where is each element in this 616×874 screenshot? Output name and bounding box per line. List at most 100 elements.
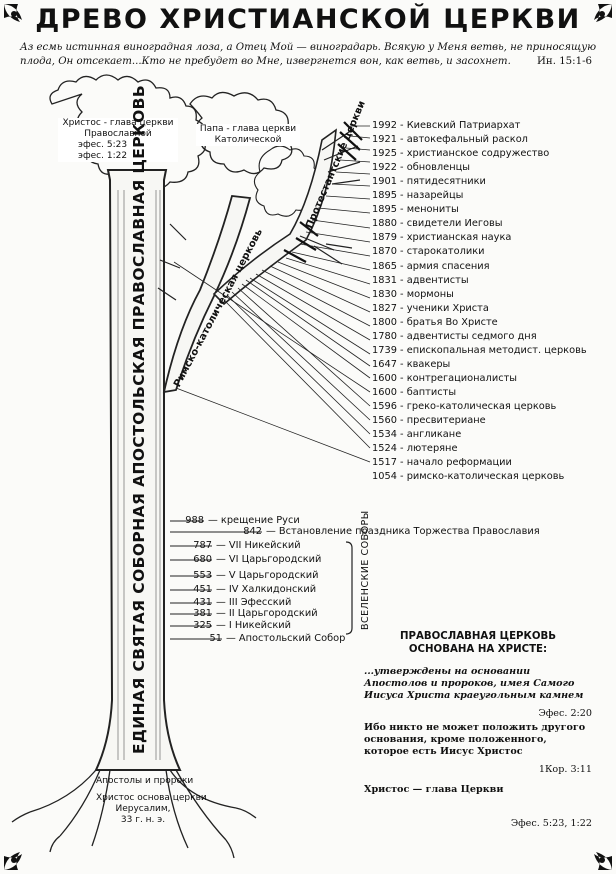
event-year: 1524 bbox=[372, 443, 397, 455]
catholic-head-label: Папа - глава церкви Католической bbox=[196, 124, 300, 146]
event-separator: - bbox=[396, 190, 407, 202]
page-title: ДРЕВО ХРИСТИАНСКОЙ ЦЕРКВИ bbox=[35, 4, 581, 35]
western-event-row: 1827 - ученики Христа bbox=[372, 303, 489, 314]
orthodox-event-row: 680 bbox=[193, 554, 212, 565]
event-year: 1600 bbox=[372, 372, 397, 384]
event-label: пресвитериане bbox=[406, 415, 486, 427]
western-event-row: 1780 - адвентисты седмого дня bbox=[372, 331, 537, 342]
epigraph: Аз есмь истинная виноградная лоза, а Оте… bbox=[20, 41, 600, 69]
box-ref-2: 1Кор. 3:11 bbox=[538, 764, 592, 775]
event-separator: - bbox=[396, 232, 407, 244]
event-label: адвентисты седмого дня bbox=[406, 330, 537, 342]
event-separator: - bbox=[396, 358, 407, 370]
box-ref-3: Эфес. 5:23, 1:22 bbox=[510, 818, 592, 829]
event-year: 1830 bbox=[372, 288, 397, 300]
event-year: 1870 bbox=[372, 246, 397, 258]
event-label: Киевский Патриархат bbox=[406, 120, 521, 131]
event-separator: - bbox=[396, 471, 407, 483]
corner-ornament-top-left bbox=[4, 4, 22, 22]
orthodox-event-row: 451 bbox=[193, 584, 212, 595]
event-label: обновленцы bbox=[406, 162, 471, 174]
event-separator: - bbox=[396, 386, 407, 398]
event-year: 1879 bbox=[372, 232, 397, 244]
epigraph-text: Аз есмь истинная виноградная лоза, а Оте… bbox=[20, 42, 597, 67]
event-label: начало реформации bbox=[406, 457, 512, 469]
western-event-row: 1600 - контрегационалисты bbox=[372, 373, 517, 384]
orthodox-event-row: 325 bbox=[193, 620, 212, 631]
event-separator: - bbox=[396, 274, 407, 286]
event-year: 842 bbox=[243, 526, 262, 537]
event-year: 1800 bbox=[372, 316, 397, 328]
event-separator: - bbox=[396, 372, 407, 384]
catholic-branch bbox=[162, 195, 252, 394]
event-year: 1922 bbox=[372, 162, 397, 174]
western-event-row: 1880 - свидетели Иеговы bbox=[372, 218, 503, 229]
western-event-row: 1925 - христианское содружество bbox=[372, 148, 549, 159]
event-year: 680 bbox=[193, 554, 212, 565]
event-separator: - bbox=[396, 260, 407, 272]
western-event-row: 1901 - пятидесятники bbox=[372, 176, 486, 187]
event-year: 1925 bbox=[372, 148, 397, 160]
event-year: 1600 bbox=[372, 386, 397, 398]
event-year: 1054 bbox=[372, 471, 397, 483]
western-event-row: 1870 - старокатолики bbox=[372, 246, 485, 257]
event-label: — V Царьгородский bbox=[216, 570, 319, 581]
orthodox-trunk bbox=[94, 169, 182, 771]
event-year: 1895 bbox=[372, 190, 397, 202]
orthodox-event-row: 842 bbox=[243, 526, 262, 537]
event-separator: - bbox=[396, 148, 407, 160]
event-year: 1739 bbox=[372, 344, 397, 356]
event-label: — II Царьгородский bbox=[216, 608, 318, 619]
western-event-row: 1921 - автокефальный раскол bbox=[372, 134, 528, 145]
event-label: — VI Царьгородский bbox=[216, 554, 322, 565]
event-label: англикане bbox=[406, 429, 462, 441]
event-label: греко-католическая церковь bbox=[406, 401, 557, 412]
western-event-row: 1830 - мормоны bbox=[372, 289, 454, 300]
western-event-connectors bbox=[173, 125, 371, 463]
event-separator: - bbox=[396, 246, 407, 258]
western-event-row: 1895 - назарейцы bbox=[372, 190, 463, 201]
box-heading-2: ОСНОВАНА НА ХРИСТЕ: bbox=[408, 644, 548, 655]
event-year: 381 bbox=[193, 608, 212, 619]
event-label: старокатолики bbox=[406, 246, 485, 258]
orthodox-event-row: 988 bbox=[185, 515, 204, 526]
western-event-row: 1596 - греко-католическая церковь bbox=[372, 401, 556, 412]
event-year: 1517 bbox=[372, 457, 397, 469]
event-label: мормоны bbox=[406, 288, 454, 300]
event-label: армия спасения bbox=[406, 260, 490, 272]
western-event-row: 1865 - армия спасения bbox=[372, 261, 490, 272]
western-event-row: 1600 - баптисты bbox=[372, 387, 456, 398]
event-separator: - bbox=[396, 316, 407, 328]
event-label: — IV Халкидонский bbox=[216, 584, 317, 595]
event-year: 1827 bbox=[372, 302, 397, 314]
event-label: адвентисты bbox=[406, 274, 469, 286]
event-separator: - bbox=[396, 330, 407, 342]
event-label: свидетели Иеговы bbox=[406, 218, 503, 230]
event-year: 1992 bbox=[372, 120, 397, 131]
western-event-row: 1895 - менониты bbox=[372, 204, 459, 215]
event-year: 787 bbox=[193, 540, 212, 551]
orthodox-head-label: Христос - глава церкви Православной эфес… bbox=[58, 118, 178, 162]
corner-ornament-bottom-right bbox=[594, 852, 612, 870]
event-year: 1895 bbox=[372, 204, 397, 216]
event-label: пятидесятники bbox=[406, 176, 486, 188]
event-year: 51 bbox=[209, 633, 222, 644]
orthodoxy-info-box: ПРАВОСЛАВНАЯ ЦЕРКОВЬ ОСНОВАНА НА ХРИСТЕ:… bbox=[364, 630, 592, 830]
event-label: квакеры bbox=[406, 358, 451, 370]
event-separator: - bbox=[396, 457, 407, 469]
box-claim: Христос — глава Церкви bbox=[364, 784, 504, 795]
event-year: 988 bbox=[185, 515, 204, 526]
event-label: назарейцы bbox=[406, 190, 464, 202]
event-label: — III Эфесский bbox=[216, 597, 292, 608]
box-quote-1: ...утверждены на основании Апостолов и п… bbox=[364, 666, 584, 701]
orthodox-event-row: 381 bbox=[193, 608, 212, 619]
event-year: 1880 bbox=[372, 218, 397, 230]
event-year: 1647 bbox=[372, 358, 397, 370]
event-separator: - bbox=[396, 401, 407, 412]
event-separator: - bbox=[396, 134, 407, 146]
epigraph-reference: Ин. 15:1-6 bbox=[537, 56, 592, 67]
western-event-row: 1800 - братья Во Христе bbox=[372, 317, 498, 328]
event-label: баптисты bbox=[406, 386, 457, 398]
event-label: автокефальный раскол bbox=[406, 134, 528, 146]
